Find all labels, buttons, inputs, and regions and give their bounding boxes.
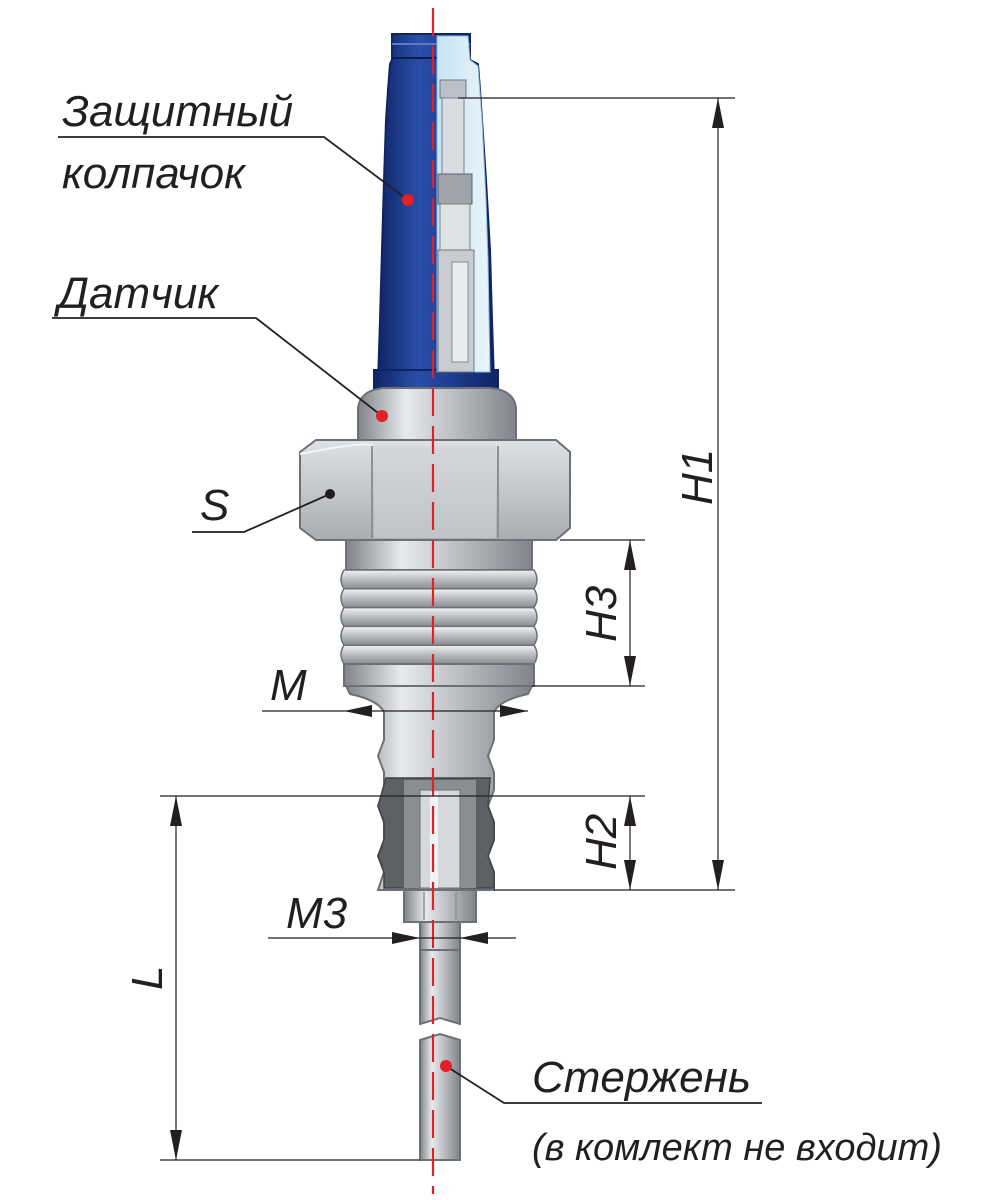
dim-m: [262, 705, 528, 717]
thread-ridge: [340, 606, 538, 628]
label-rod: Стержень: [532, 1053, 751, 1102]
label-s: S: [200, 481, 229, 530]
leader-sensor: [52, 317, 388, 422]
hex-nut: [299, 439, 571, 541]
dim-l: [160, 796, 420, 1161]
dim-m3: [268, 932, 516, 944]
protective-cap: [373, 33, 499, 393]
label-sensor: Датчик: [53, 269, 220, 318]
leader-s: [192, 489, 335, 533]
label-cap-line2: колпачок: [62, 149, 247, 198]
rod: [419, 949, 461, 1161]
leader-cap: [58, 136, 414, 206]
corrugated-sleeve: [344, 685, 534, 891]
small-nut: [403, 889, 477, 951]
thread-ridge: [340, 588, 538, 609]
label-h3: H3: [577, 585, 626, 642]
label-cap-line1: Защитный: [62, 87, 293, 136]
dim-h2: [160, 795, 645, 890]
label-rod-note: (в комлект не входит): [532, 1127, 942, 1169]
thread: [340, 539, 538, 687]
leader-rod: [440, 1060, 762, 1104]
dim-h1: [458, 97, 735, 891]
label-h2: H2: [577, 814, 626, 870]
label-m: M: [270, 661, 307, 710]
thread-ridge: [340, 644, 538, 665]
label-m3: M3: [286, 889, 348, 938]
label-l: L: [123, 966, 172, 990]
thread-ridge: [340, 625, 538, 646]
dim-h3: [532, 539, 645, 687]
label-h1: H1: [673, 449, 722, 505]
thread-ridge: [340, 569, 538, 590]
